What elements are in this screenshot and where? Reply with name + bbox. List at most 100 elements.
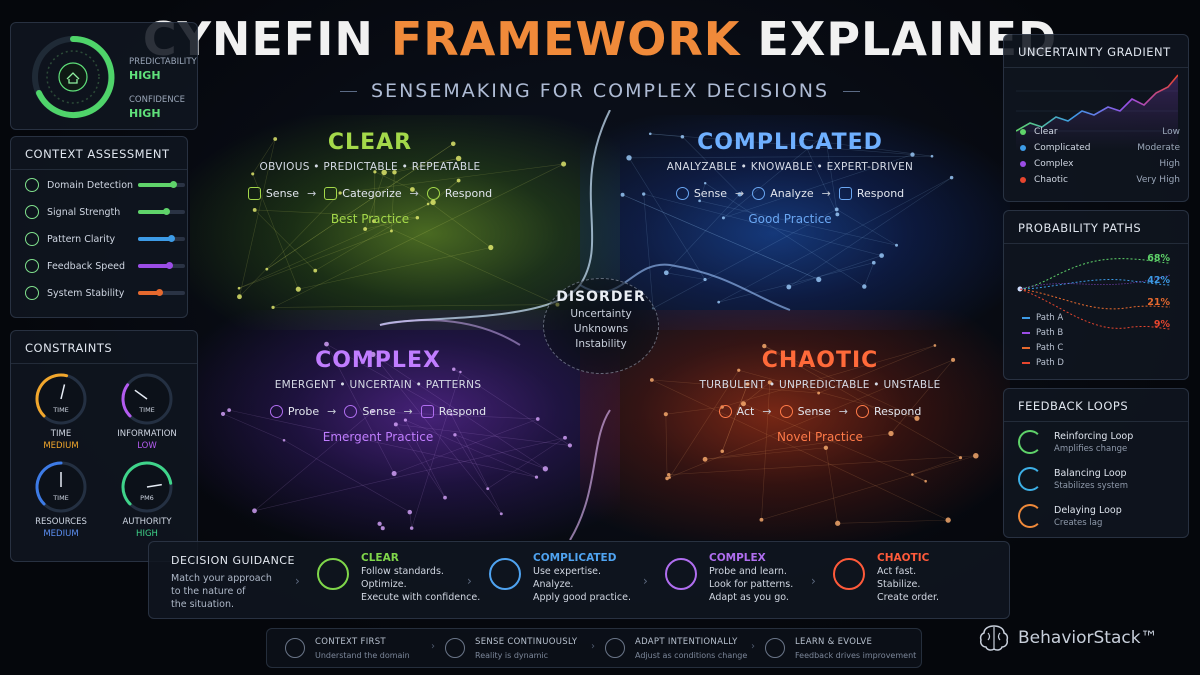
chaotic-steps: Act → Sense → Respond: [670, 405, 970, 418]
legend-swatch: [1022, 317, 1030, 319]
gear-icon: [489, 558, 521, 590]
subtitle: SENSEMAKING FOR COMPLEX DECISIONS: [371, 80, 830, 102]
guidance-domain-name: CLEAR: [361, 552, 399, 564]
chevron-right-icon: ›: [295, 574, 300, 588]
context-level-bar: [138, 289, 185, 296]
probability-percentage: 42%: [1147, 275, 1170, 286]
probe-icon: [269, 405, 283, 418]
context-level-knob: [168, 235, 175, 242]
feedback-loops-title: FEEDBACK LOOPS: [1004, 389, 1188, 422]
constraint-gauge: TIME: [35, 461, 87, 513]
context-level-knob: [156, 289, 164, 296]
arrow-right-icon: →: [838, 405, 849, 418]
gradient-dot: [1020, 145, 1026, 151]
step: Respond: [838, 187, 905, 200]
context-level-fill: [138, 237, 171, 241]
sense-icon: [445, 638, 465, 658]
guidance-line: Look for patterns.: [709, 579, 794, 590]
guidance-line: Execute with confidence.: [361, 592, 481, 603]
probability-legend-item: Path A: [1022, 313, 1063, 323]
guidance-line: Use expertise.: [533, 566, 602, 577]
constraint-value: LOW: [137, 441, 157, 451]
context-icon: [25, 205, 39, 219]
step: Act: [718, 405, 754, 418]
gradient-dot: [1020, 129, 1026, 135]
respond-icon: [838, 187, 852, 200]
clear-domain: CLEAR OBVIOUS • PREDICTABLE • REPEATABLE…: [220, 130, 520, 226]
complicated-tags: ANALYZABLE • KNOWABLE • EXPERT-DRIVEN: [666, 161, 914, 173]
principle-name: ADAPT INTENTIONALLY: [635, 637, 738, 647]
sense-icon: [675, 187, 689, 200]
gradient-level: Moderate: [1137, 143, 1180, 153]
complex-domain: COMPLEX EMERGENT • UNCERTAIN • PATTERNS …: [228, 348, 528, 444]
feedback-loop-name: Reinforcing Loop: [1054, 430, 1134, 442]
step-label: Probe: [287, 405, 320, 418]
principle-name: CONTEXT FIRST: [315, 637, 386, 647]
loop-arrow-icon: [1018, 467, 1042, 491]
context-level-knob: [170, 181, 178, 188]
gear-icon: [344, 405, 358, 418]
clear-title: CLEAR: [327, 130, 413, 155]
step-label: Respond: [856, 187, 905, 200]
complicated-practice: Good Practice: [748, 212, 832, 226]
probability-legend-item: Path B: [1022, 328, 1063, 338]
legend-swatch: [1022, 332, 1030, 334]
feedback-loop-name: Balancing Loop: [1054, 467, 1127, 479]
brand-logo: BehaviorStack™: [978, 622, 1158, 654]
complex-quadrant-bg: [190, 310, 620, 540]
principle-name: SENSE CONTINUOUSLY: [475, 637, 578, 647]
constraint-value: MEDIUM: [43, 441, 79, 451]
guidance-line: Analyze.: [533, 579, 574, 590]
predictability-label: PREDICTABILITY: [129, 57, 197, 67]
step-label: Sense: [362, 405, 396, 418]
constraint-gauge: PM6: [121, 461, 173, 513]
clear-quadrant-bg: [190, 115, 620, 330]
context-label: Signal Strength: [47, 206, 121, 218]
chaotic-title: CHAOTIC: [761, 348, 879, 373]
principle-desc: Adjust as conditions change: [635, 651, 748, 660]
gradient-level: Low: [1162, 127, 1180, 137]
gradient-level: High: [1159, 159, 1180, 169]
context-row: Signal Strength: [25, 202, 185, 222]
home-icon: [66, 72, 80, 84]
clear-practice: Best Practice: [330, 212, 410, 226]
probability-paths-title: PROBABILITY PATHS: [1004, 211, 1188, 244]
context-label: Pattern Clarity: [47, 233, 116, 245]
constraint-caption: INFORMATION: [117, 429, 177, 439]
step-label: Analyze: [770, 187, 814, 200]
guidance-domain-name: CHAOTIC: [877, 552, 930, 564]
constraint-gauge: TIME: [35, 373, 87, 425]
arrow-right-icon: →: [403, 405, 413, 418]
disorder-line: Unknowns: [573, 323, 629, 335]
arrow-right-icon: →: [409, 187, 419, 200]
constraint-caption: TIME: [50, 429, 72, 439]
context-icon: [25, 232, 39, 246]
lightning-icon: [833, 558, 865, 590]
step-label: Categorize: [342, 187, 402, 200]
loop-arrow-icon: [1018, 504, 1042, 528]
gauge-inner-label: TIME: [138, 406, 155, 414]
respond-icon: [426, 187, 440, 200]
decision-guidance-panel: DECISION GUIDANCE Match your approach to…: [148, 541, 1010, 619]
compass-icon: [605, 638, 625, 658]
context-level-fill: [138, 210, 167, 214]
context-level-fill: [138, 291, 160, 295]
chevron-right-icon: ›: [751, 641, 755, 652]
step: Respond: [856, 405, 921, 418]
sense-icon: [779, 405, 793, 418]
chevron-right-icon: ›: [643, 574, 648, 588]
check-circle-icon: [317, 558, 349, 590]
guidance-desc-line: the situation.: [171, 599, 234, 610]
principle-desc: Understand the domain: [315, 651, 410, 660]
chevron-right-icon: ›: [431, 641, 435, 652]
disorder-line: Uncertainty: [570, 308, 632, 320]
gauge-inner-label: PM6: [140, 494, 154, 502]
step: Respond: [420, 405, 486, 418]
step: Sense: [247, 187, 299, 200]
